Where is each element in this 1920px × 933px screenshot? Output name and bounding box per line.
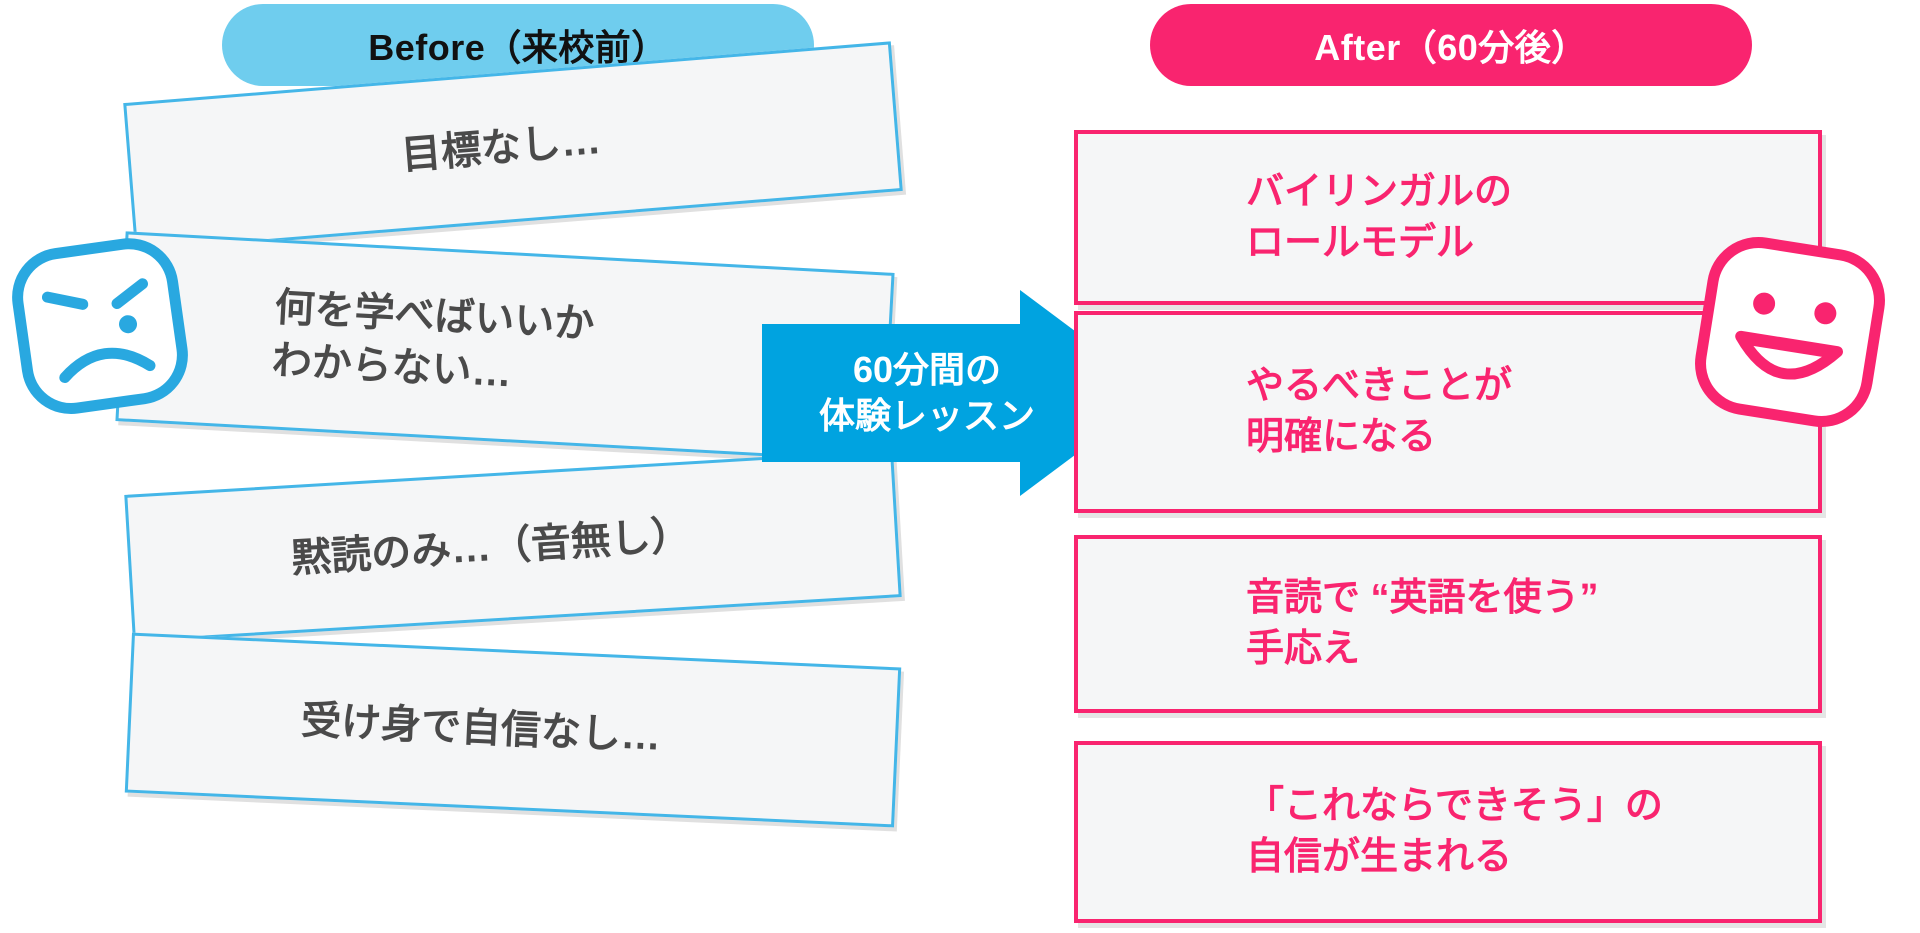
before-card: 受け身で自信なし… xyxy=(124,632,902,828)
before-card-text: 黙読のみ…（音無し） xyxy=(290,513,692,581)
after-card-text: バイリンガルの ロールモデル xyxy=(1246,170,1513,264)
after-card-text: 音読で “英語を使う” 手応え xyxy=(1246,577,1599,670)
sad-face-icon xyxy=(8,232,194,420)
after-card: やるべきことが 明確になる xyxy=(1074,311,1822,513)
before-header-label: Before（来校前） xyxy=(368,27,668,68)
after-card: 「これならできそう」の 自信が生まれる xyxy=(1074,741,1822,923)
before-card-text: 受け身で自信なし… xyxy=(300,697,662,759)
after-header-pill: After（60分後） xyxy=(1150,4,1752,86)
after-card-text: やるべきことが 明確になる xyxy=(1246,365,1513,458)
after-card-text: 「これならできそう」の 自信が生まれる xyxy=(1246,785,1663,878)
after-header-label: After（60分後） xyxy=(1314,27,1588,68)
after-card: バイリンガルの ロールモデル xyxy=(1074,130,1822,305)
happy-face-icon xyxy=(1690,232,1890,432)
before-card-text: 目標なし… xyxy=(399,117,603,178)
after-card: 音読で “英語を使う” 手応え xyxy=(1074,535,1822,713)
